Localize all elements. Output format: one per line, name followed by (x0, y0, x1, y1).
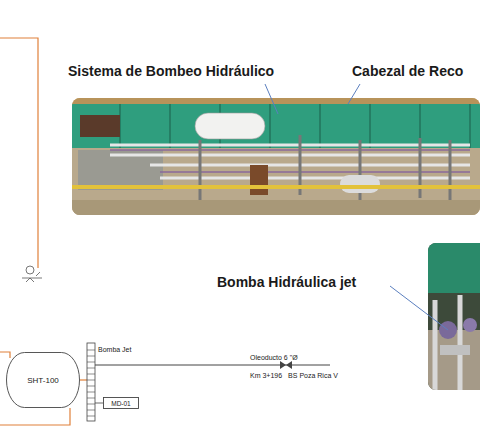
valve-symbols (22, 266, 42, 282)
callout-label: Sistema de Bombeo Hidráulico (68, 63, 274, 79)
distance-label: Km 3+196 (250, 372, 282, 379)
callout-label: Bomba Hidráulica jet (217, 274, 356, 290)
station-photo (72, 98, 480, 215)
separator-vessel: SHT-100 (6, 352, 80, 408)
node-text: MD-01 (111, 400, 131, 407)
equipment-label: Bomba Jet (98, 346, 131, 353)
piping (0, 38, 88, 425)
jet-pump-symbol (87, 343, 330, 421)
pump-photo (428, 243, 480, 390)
pipeline-label: Oleoducto 6 "Ø (250, 354, 298, 361)
destination-label: BS Poza Rica V (288, 372, 338, 379)
node-text: SHT-100 (27, 376, 59, 385)
leader-lines (265, 84, 448, 330)
callout-label: Cabezal de Reco (352, 63, 463, 79)
meter-box: MD-01 (103, 397, 139, 409)
